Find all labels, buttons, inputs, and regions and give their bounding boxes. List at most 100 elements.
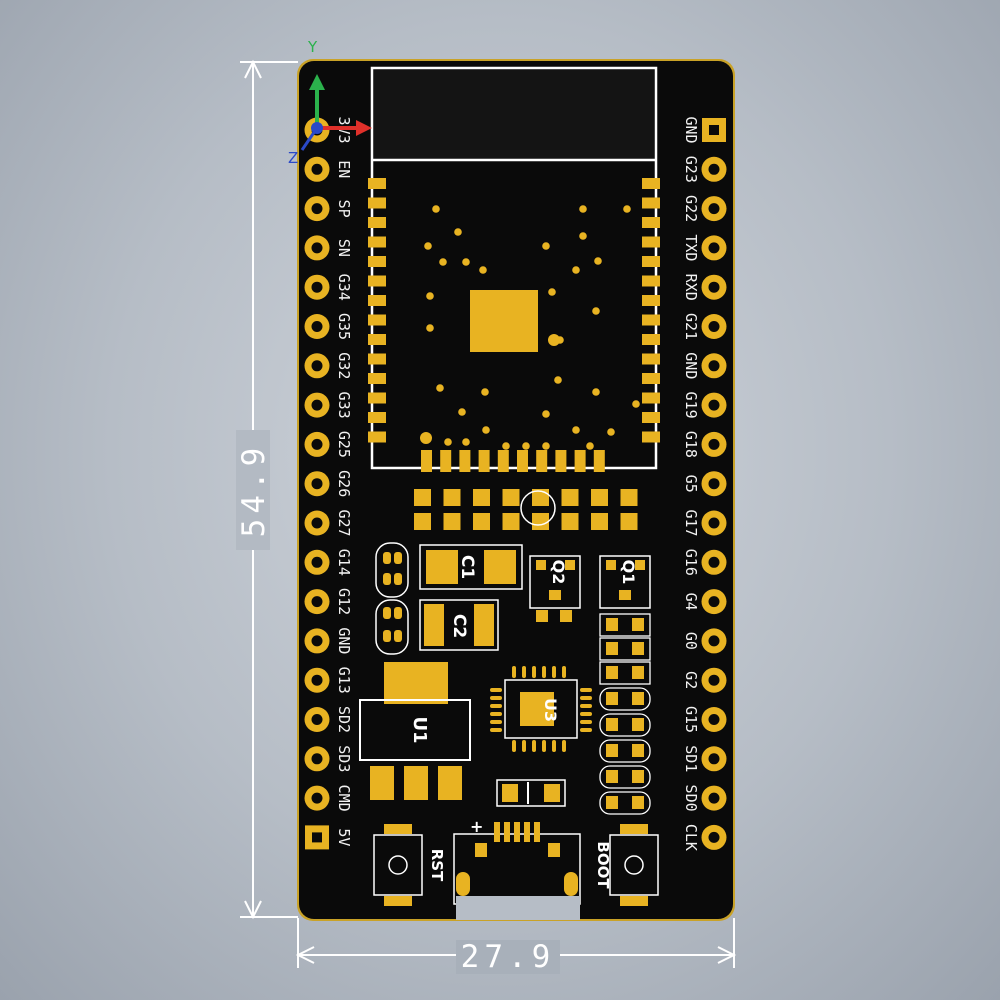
right-pin-label: SD0 bbox=[682, 785, 700, 812]
via bbox=[548, 334, 560, 346]
via bbox=[482, 426, 490, 434]
chip-lead bbox=[490, 728, 502, 732]
via bbox=[481, 388, 489, 396]
rst-label: RST bbox=[428, 849, 446, 882]
chip-lead bbox=[552, 666, 556, 678]
q2-transistor: Q2 bbox=[529, 555, 581, 622]
chip-lead bbox=[580, 704, 592, 708]
chip-lead bbox=[532, 740, 536, 752]
module-pad bbox=[368, 295, 386, 306]
left-pin-label: G12 bbox=[335, 588, 353, 615]
module-pad bbox=[642, 275, 660, 287]
right-pin-label: GND bbox=[682, 352, 700, 379]
right-pin-label: G23 bbox=[682, 156, 700, 183]
via bbox=[592, 388, 600, 396]
module-pad bbox=[642, 412, 660, 423]
module-pad bbox=[593, 450, 605, 472]
left-pin-labels: 3V3ENSPSNG34G35G32G33G25G26G27G14G12GNDG… bbox=[335, 116, 353, 846]
q2-label: Q2 bbox=[549, 560, 568, 585]
resistor-pad bbox=[606, 770, 618, 783]
chip-lead bbox=[490, 688, 502, 692]
via bbox=[458, 408, 466, 416]
oval-pads-left-gold bbox=[383, 552, 402, 642]
right-pin-label: RXD bbox=[682, 274, 700, 301]
chip-lead bbox=[580, 712, 592, 716]
resistor-outline bbox=[599, 739, 651, 763]
via bbox=[572, 426, 580, 434]
via bbox=[436, 384, 444, 392]
right-pin-label: G21 bbox=[682, 313, 700, 340]
via bbox=[632, 400, 640, 408]
oval-pads-left bbox=[375, 542, 409, 655]
right-pin-label: G18 bbox=[682, 431, 700, 458]
resistor-pad bbox=[606, 618, 618, 631]
chip-lead bbox=[490, 696, 502, 700]
resistor-pad bbox=[632, 692, 644, 705]
chip-lead bbox=[512, 666, 516, 678]
module-pads bbox=[368, 178, 660, 472]
resistor-outline bbox=[599, 765, 651, 789]
smd-pad bbox=[561, 513, 579, 530]
resistor-outline bbox=[599, 637, 651, 661]
via bbox=[444, 438, 452, 446]
module-pad bbox=[368, 431, 386, 443]
via bbox=[579, 232, 587, 240]
right-pin-label: TXD bbox=[682, 234, 700, 261]
via bbox=[607, 428, 615, 436]
module-pad bbox=[642, 178, 660, 189]
resistor-pad bbox=[606, 796, 618, 809]
smd-pad bbox=[473, 489, 490, 506]
left-pin-label: SD2 bbox=[335, 706, 353, 733]
via bbox=[462, 438, 470, 446]
smd-pad bbox=[591, 489, 608, 506]
via bbox=[454, 228, 462, 236]
smd-pad bbox=[473, 513, 490, 530]
u3-chip: U3 bbox=[490, 666, 592, 752]
right-pin-label: G0 bbox=[682, 632, 700, 650]
smd-pad bbox=[620, 489, 638, 506]
smd-pad bbox=[414, 513, 431, 530]
via bbox=[420, 432, 432, 444]
right-pin-label: G19 bbox=[682, 392, 700, 419]
chip-lead bbox=[562, 666, 566, 678]
chip-lead bbox=[490, 712, 502, 716]
module-pad bbox=[642, 314, 660, 326]
module-vias bbox=[420, 205, 640, 450]
right-pin-label: G5 bbox=[682, 475, 700, 493]
c2-label: C2 bbox=[449, 614, 469, 638]
module-ground-pad bbox=[470, 290, 538, 352]
chip-lead bbox=[490, 704, 502, 708]
via bbox=[522, 442, 530, 450]
q1-label: Q1 bbox=[619, 560, 638, 585]
left-pin-label: SN bbox=[335, 239, 353, 257]
module-pad bbox=[642, 217, 660, 228]
module-pad bbox=[517, 450, 528, 472]
chip-lead bbox=[580, 720, 592, 724]
right-pin-label: SD1 bbox=[682, 745, 700, 772]
right-pin-labels: GNDG23G22TXDRXDG21GNDG19G18G5G17G16G4G0G… bbox=[682, 116, 700, 850]
module-pad bbox=[368, 412, 386, 423]
left-pin-label: SD3 bbox=[335, 745, 353, 772]
module-pad bbox=[368, 197, 386, 209]
via bbox=[426, 292, 434, 300]
module-pad bbox=[642, 353, 660, 365]
module-pad bbox=[368, 392, 386, 404]
resistor-pad bbox=[632, 796, 644, 809]
chip-lead bbox=[542, 740, 546, 752]
resistor-outline bbox=[599, 713, 651, 737]
module-pad bbox=[368, 217, 386, 228]
smd-pad bbox=[502, 489, 520, 506]
via bbox=[586, 442, 594, 450]
resistor-pad bbox=[606, 718, 618, 731]
module-pad bbox=[459, 450, 471, 472]
usb-connector: + bbox=[453, 817, 581, 920]
via bbox=[479, 266, 487, 274]
chip-lead bbox=[580, 688, 592, 692]
usb-plus-label: + bbox=[470, 817, 483, 836]
via bbox=[623, 205, 631, 213]
left-header-pins bbox=[304, 117, 330, 850]
chip-lead bbox=[562, 740, 566, 752]
resistor-pad bbox=[606, 744, 618, 757]
boot-label: BOOT bbox=[594, 841, 612, 889]
